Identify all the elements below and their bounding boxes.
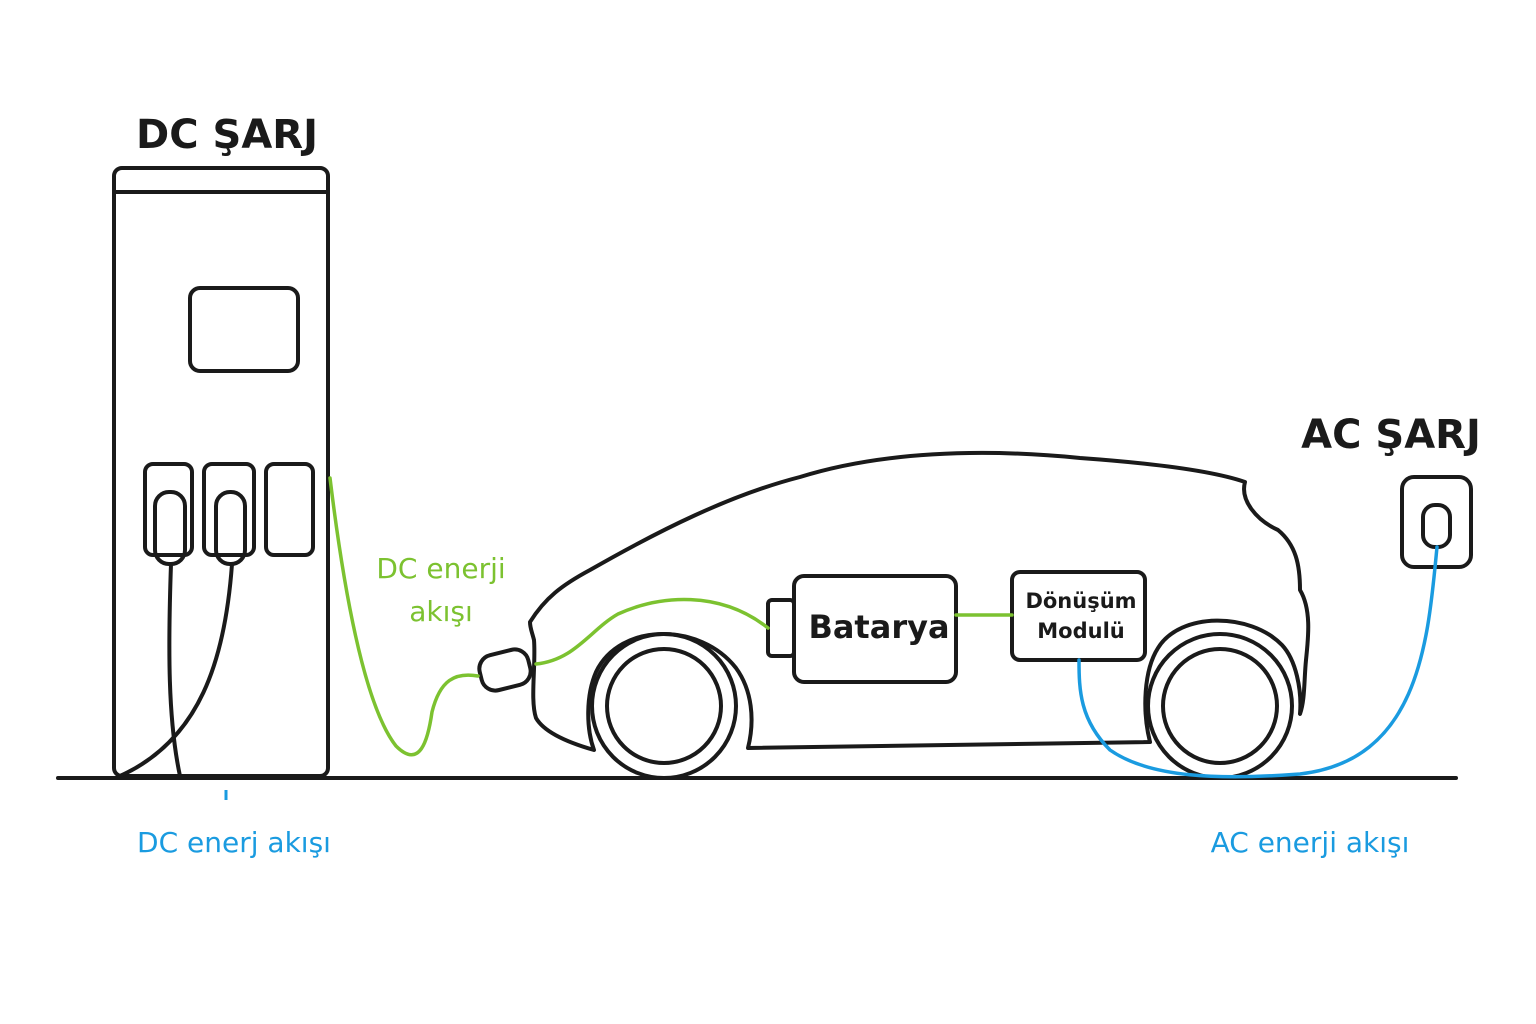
dc-flow-internal-to-battery <box>534 597 770 666</box>
rear-wheel-inner <box>1161 647 1279 765</box>
dc-charging-station <box>112 166 330 778</box>
front-wheel-inner <box>605 647 723 765</box>
ac-connector <box>1421 503 1452 549</box>
ac-energy-flow <box>1077 545 1439 779</box>
conversion-module-box <box>1010 570 1147 662</box>
dc-connector-holder-1 <box>143 462 194 557</box>
dc-flow-label-line1: DC enerji <box>376 552 505 585</box>
ac-charging-title: AC ŞARJ <box>1301 412 1481 458</box>
front-wheel-outer <box>590 632 738 780</box>
dc-connector-holder-3 <box>264 462 315 557</box>
electric-car <box>477 450 1311 780</box>
ac-flow-bottom-label: AC enerji akışı <box>1211 826 1410 859</box>
battery-label: Batarya <box>808 608 949 646</box>
dc-station-body <box>112 166 330 778</box>
dc-charging-title: DC ŞARJ <box>136 112 318 158</box>
battery-body <box>792 574 958 684</box>
dc-flow-cable <box>328 476 480 757</box>
conversion-module-label-line1: Dönüşüm <box>1025 589 1136 613</box>
battery-terminal <box>766 598 796 658</box>
dc-cable-1 <box>167 563 182 777</box>
dc-flow-bottom-label: DC enerj akışı <box>137 826 331 859</box>
conversion-module-label-line2: Modulü <box>1037 619 1124 643</box>
ac-flow-cable <box>1077 545 1439 779</box>
dc-flow-label-line2: akışı <box>409 595 473 628</box>
dc-cable-2 <box>119 563 234 778</box>
car-charge-plug <box>477 647 533 693</box>
dc-station-screen <box>188 286 300 373</box>
rear-wheel-outer <box>1146 632 1294 780</box>
car-body <box>528 450 1311 752</box>
dc-energy-flow <box>328 476 1014 757</box>
dc-connector-holder-2 <box>202 462 256 557</box>
